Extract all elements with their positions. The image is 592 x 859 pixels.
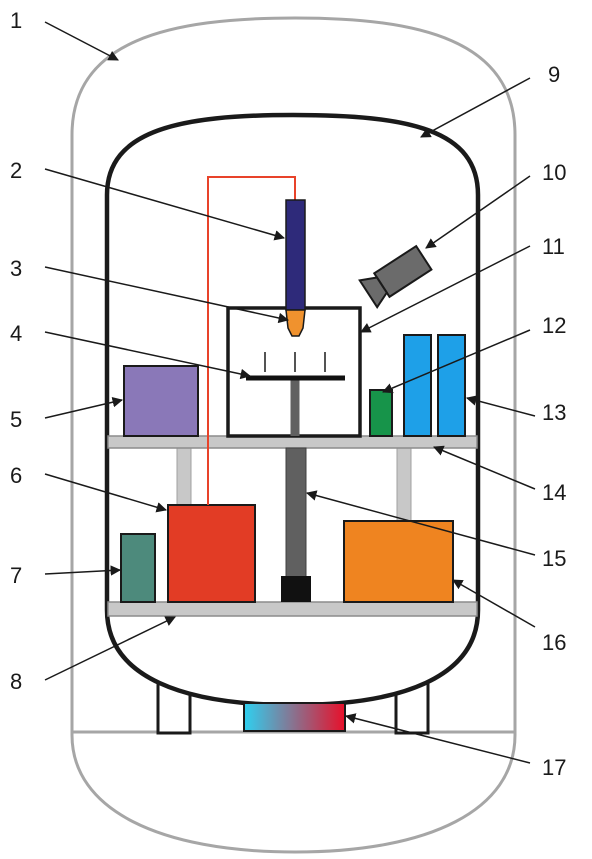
leader-17 xyxy=(344,713,531,764)
callout-11: 11 xyxy=(542,234,565,259)
callout-10: 10 xyxy=(542,160,566,185)
callout-8: 8 xyxy=(10,669,22,694)
leader-2 xyxy=(44,168,286,241)
callout-1: 1 xyxy=(10,8,22,33)
drive-rod xyxy=(285,447,307,579)
teal-unit xyxy=(120,533,156,603)
callout-15: 15 xyxy=(542,546,566,571)
leader-lines xyxy=(44,21,536,764)
rod-base-block xyxy=(281,576,311,602)
orange-unit xyxy=(343,520,454,603)
callout-16: 16 xyxy=(542,630,566,655)
callout-7: 7 xyxy=(10,563,22,588)
leader-12 xyxy=(382,329,531,394)
red-unit xyxy=(167,504,256,603)
callout-labels: 1 2 3 4 5 6 7 8 9 10 11 12 13 14 15 16 1… xyxy=(10,8,566,780)
leader-5 xyxy=(44,397,124,419)
blue-cylinder-right xyxy=(437,334,466,437)
blue-cylinder-left xyxy=(403,334,432,437)
callout-12: 12 xyxy=(542,313,566,338)
leader-3 xyxy=(44,266,290,324)
upper-shelf xyxy=(107,435,478,449)
probe-tip xyxy=(285,309,306,337)
leader-14 xyxy=(433,445,536,490)
callout-2: 2 xyxy=(10,158,22,183)
callout-13: 13 xyxy=(542,400,566,425)
heater xyxy=(243,702,346,732)
feed-wire xyxy=(207,176,296,505)
leader-10 xyxy=(425,175,531,249)
callout-3: 3 xyxy=(10,256,22,281)
probe-body xyxy=(285,199,306,311)
leader-4 xyxy=(44,331,252,380)
leader-8 xyxy=(44,616,176,681)
callout-4: 4 xyxy=(10,321,22,346)
callout-17: 17 xyxy=(542,755,566,780)
leader-1 xyxy=(44,21,119,61)
leader-6 xyxy=(44,473,168,513)
lower-shelf xyxy=(107,601,478,617)
shelf-post-left xyxy=(176,447,192,507)
shelf-post-right xyxy=(396,447,412,523)
camera-icon xyxy=(358,244,433,310)
leader-9 xyxy=(420,77,531,138)
callout-14: 14 xyxy=(542,480,566,505)
leader-15 xyxy=(305,490,536,556)
green-unit xyxy=(369,389,393,437)
leader-7 xyxy=(44,565,122,576)
leader-11 xyxy=(360,245,531,333)
callout-5: 5 xyxy=(10,407,22,432)
leader-16 xyxy=(452,579,536,628)
callout-6: 6 xyxy=(10,463,22,488)
outer-shell xyxy=(70,16,517,854)
leader-13 xyxy=(465,395,536,417)
purple-unit xyxy=(123,365,199,437)
callout-9: 9 xyxy=(548,62,560,87)
